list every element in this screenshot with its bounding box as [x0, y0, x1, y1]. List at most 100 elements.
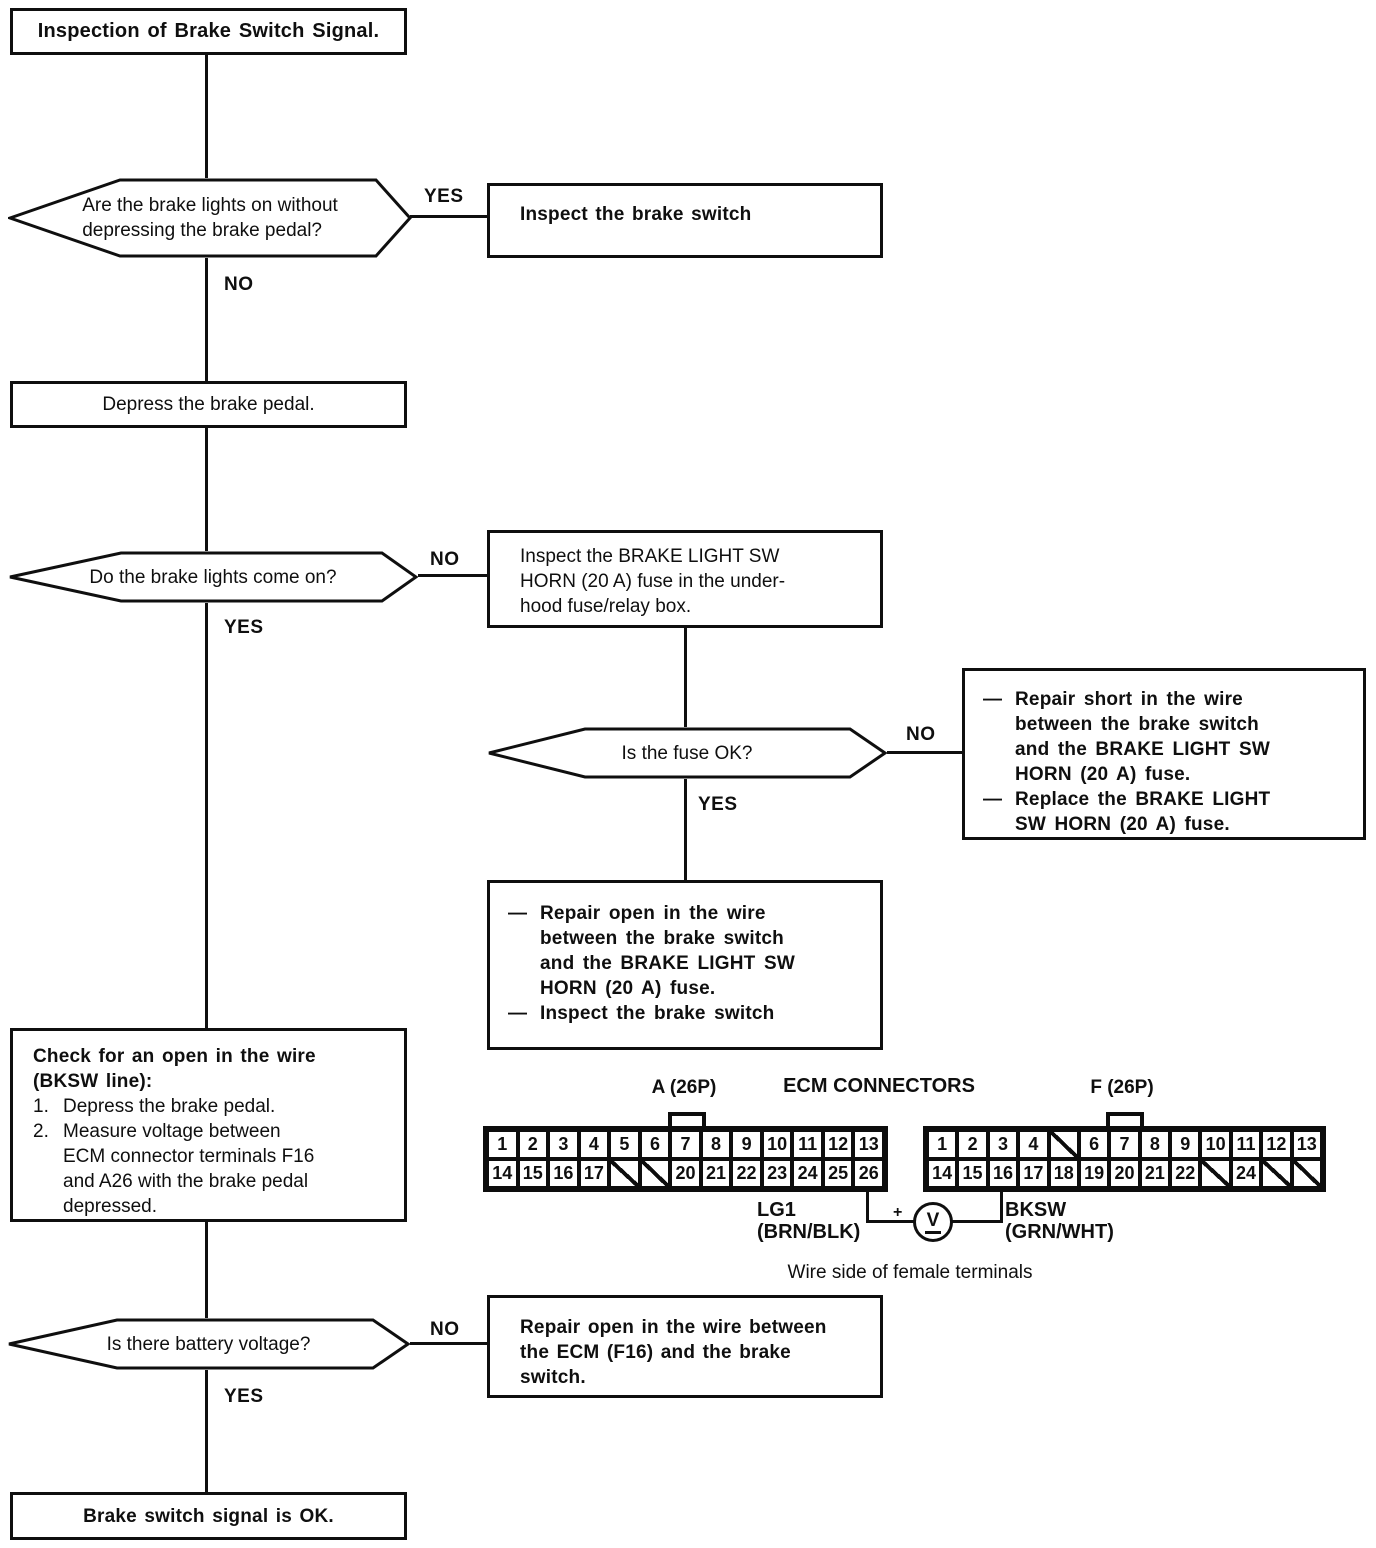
flow-line: [410, 215, 487, 218]
pin-blank: [609, 1159, 640, 1188]
step-list: 1. Depress the brake pedal.2.Measure volt…: [33, 1094, 396, 1219]
pin-13: 13: [853, 1130, 884, 1159]
connector-a-label: A (26P): [651, 1077, 717, 1098]
step-number: 1.: [33, 1096, 49, 1117]
flow-line: [418, 574, 487, 577]
terminal-caption: Wire side of female terminals: [787, 1262, 1033, 1283]
pin-10: 10: [761, 1130, 793, 1159]
wire-label-bksw: BKSW (GRN/WHT): [1005, 1199, 1114, 1243]
hexagon-outline: [9, 551, 418, 603]
check-heading: Check for an open in the wire (BKSW line…: [33, 1046, 316, 1092]
pin-8: 8: [1139, 1130, 1171, 1159]
pin-1: 1: [927, 1130, 958, 1159]
pin-19: 19: [1078, 1159, 1110, 1188]
connector-a-tab: [668, 1112, 706, 1128]
branch-label-no: NO: [430, 1319, 460, 1340]
flow-line: [205, 603, 208, 1028]
pin-12: 12: [822, 1130, 854, 1159]
step-text: Depress the brake pedal.: [63, 1096, 276, 1117]
bullet-list: — Repair open in the wire between the bra…: [508, 901, 872, 1026]
pin-14: 14: [927, 1159, 958, 1188]
pin-17: 17: [578, 1159, 610, 1188]
pin-blank: [1200, 1159, 1231, 1188]
pin-26: 26: [853, 1159, 884, 1188]
action-inspect-fuse: Inspect the BRAKE LIGHT SW HORN (20 A) f…: [487, 530, 883, 628]
wire-to-meter: [948, 1220, 1003, 1223]
pin-22: 22: [731, 1159, 762, 1188]
wire-name: LG1: [757, 1199, 796, 1221]
decision-is-fuse-ok: Is the fuse OK?: [487, 727, 887, 779]
pin-6: 6: [639, 1130, 671, 1159]
decision-text: Is there battery voltage?: [106, 1333, 311, 1355]
start-box: Inspection of Brake Switch Signal.: [10, 8, 407, 55]
pin-5: 5: [609, 1130, 640, 1159]
step-item: 1. Depress the brake pedal.: [33, 1094, 396, 1119]
step-item: 2.Measure voltage between ECM connector …: [33, 1119, 396, 1219]
action-text: Inspect the brake switch: [520, 204, 752, 225]
pin-10: 10: [1200, 1130, 1231, 1159]
branch-label-no: NO: [430, 549, 460, 570]
pin-9: 9: [731, 1130, 762, 1159]
decision-text: Are the brake lights on without depressi…: [82, 195, 338, 241]
pin-21: 21: [700, 1159, 732, 1188]
pin-blank: [1291, 1159, 1322, 1188]
flowchart-title: Inspection of Brake Switch Signal.: [37, 20, 380, 42]
branch-label-no: NO: [224, 274, 254, 295]
wire-color: (GRN/WHT): [1005, 1221, 1114, 1243]
pin-24: 24: [792, 1159, 823, 1188]
pin-7: 7: [670, 1130, 701, 1159]
pin-16: 16: [548, 1159, 579, 1188]
action-repair-short-wire: — Repair short in the wire between the br…: [962, 668, 1366, 840]
pin-13: 13: [1291, 1130, 1322, 1159]
bullet-item: —Replace the BRAKE LIGHT SW HORN (20 A) …: [983, 787, 1355, 837]
hexagon-outline: [488, 727, 887, 779]
flow-line: [684, 779, 687, 880]
action-text: Inspect the BRAKE LIGHT SW HORN (20 A) f…: [520, 546, 786, 617]
bullet-text: Repair open in the wire between the brak…: [540, 903, 795, 999]
pin-blank: [639, 1159, 671, 1188]
action-inspect-brake-switch: Inspect the brake switch: [487, 183, 883, 258]
pin-1: 1: [487, 1130, 518, 1159]
action-text: Depress the brake pedal.: [102, 394, 315, 415]
connector-f-label: F (26P): [1090, 1077, 1154, 1098]
pin-4: 4: [578, 1130, 610, 1159]
pin-blank: [1261, 1159, 1292, 1188]
pin-2: 2: [957, 1130, 988, 1159]
pin-2: 2: [517, 1130, 549, 1159]
wire-to-meter: [866, 1220, 918, 1223]
pin-3: 3: [987, 1130, 1019, 1159]
meter-plus-sign: +: [893, 1204, 903, 1221]
flow-line: [205, 55, 208, 178]
flow-line: [205, 1222, 208, 1318]
flow-line: [205, 428, 208, 551]
pin-18: 18: [1048, 1159, 1079, 1188]
wire-f16: [1000, 1190, 1003, 1223]
bullet-text: Repair short in the wire between the bra…: [1015, 689, 1270, 785]
flow-line: [205, 1370, 208, 1492]
bullet-list: — Repair short in the wire between the br…: [983, 687, 1355, 837]
branch-label-yes: YES: [424, 186, 464, 207]
bullet-item: — Repair short in the wire between the br…: [983, 687, 1355, 787]
pin-20: 20: [1109, 1159, 1140, 1188]
bullet-text: Inspect the brake switch: [540, 1003, 775, 1024]
bullet-dash: —: [983, 689, 1002, 710]
step-number: 2.: [33, 1121, 49, 1142]
pin-21: 21: [1139, 1159, 1171, 1188]
pin-15: 15: [517, 1159, 549, 1188]
decision-battery-voltage: Is there battery voltage?: [7, 1318, 410, 1370]
branch-label-yes: YES: [224, 1386, 264, 1407]
pin-9: 9: [1170, 1130, 1201, 1159]
pin-7: 7: [1109, 1130, 1140, 1159]
end-box: Brake switch signal is OK.: [10, 1492, 407, 1540]
bullet-dash: —: [983, 789, 1002, 810]
voltmeter-icon: V: [913, 1202, 953, 1242]
pin-24: 24: [1230, 1159, 1262, 1188]
decision-text: Is the fuse OK?: [621, 742, 753, 764]
voltmeter-symbol: V: [924, 1210, 942, 1234]
pin-4: 4: [1018, 1130, 1049, 1159]
pin-23: 23: [761, 1159, 793, 1188]
bullet-dash: —: [508, 1003, 527, 1024]
